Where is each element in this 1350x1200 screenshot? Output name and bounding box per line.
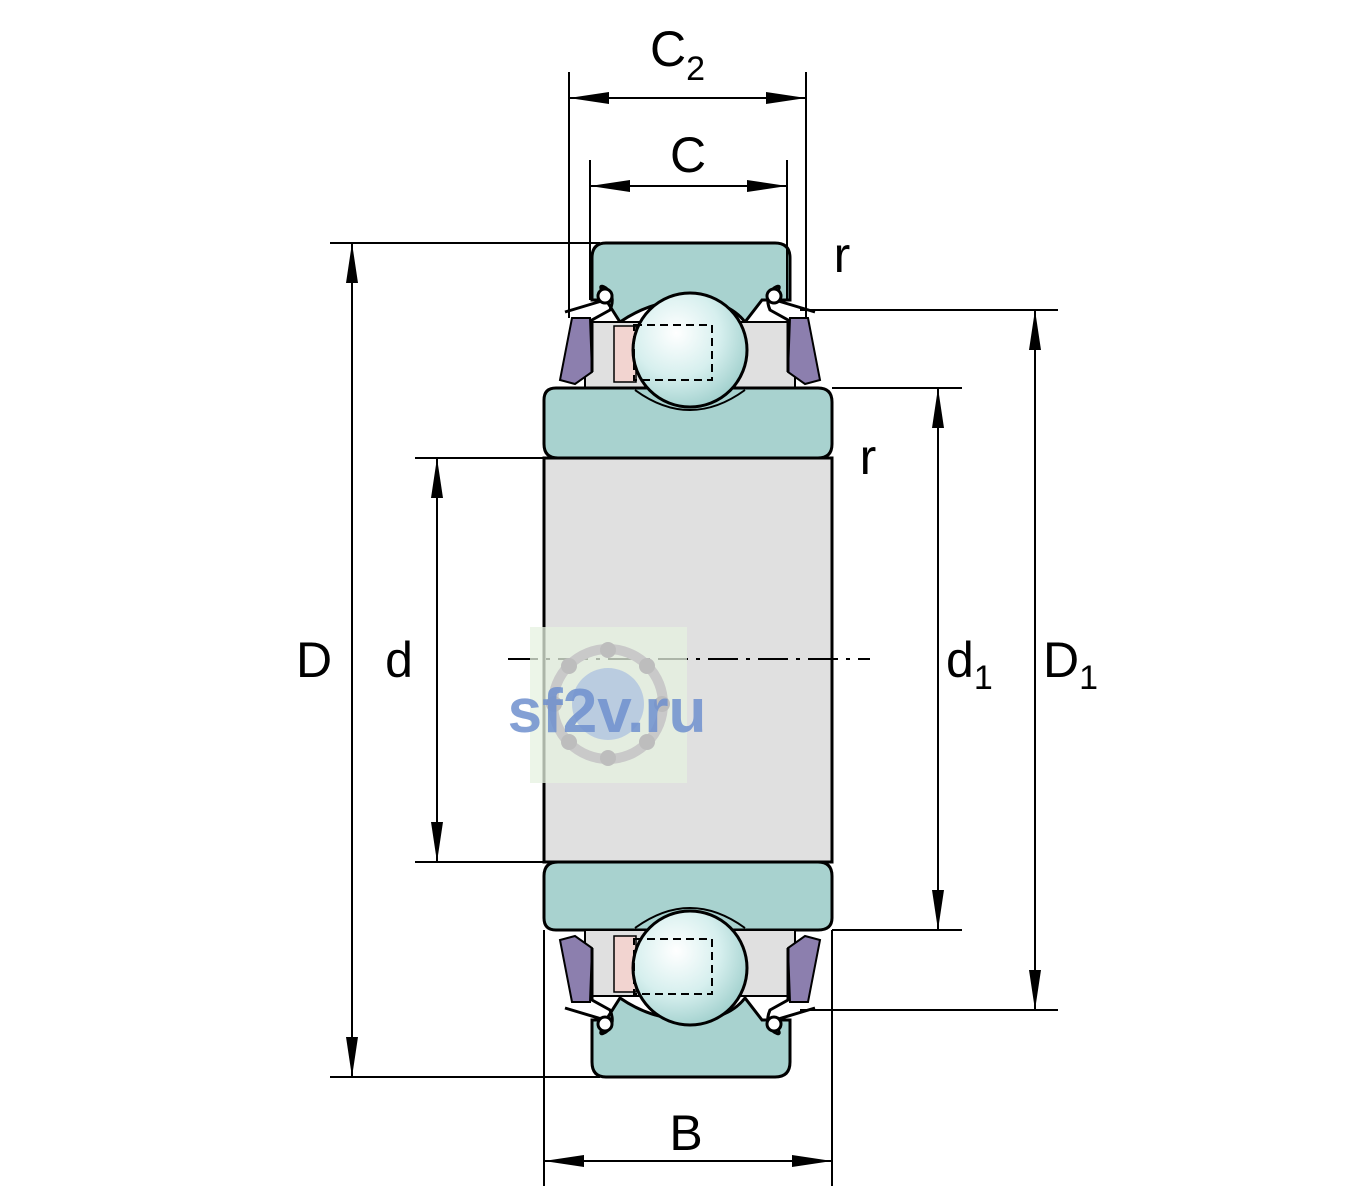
upper-ball [631,291,749,409]
lower-left-seal [558,934,614,1036]
label-c: C [670,127,706,183]
lower-inner-ring [542,860,834,932]
label-r-mid: r [860,429,877,485]
label-c2: C2 [650,21,705,88]
watermark-text: sf2v.ru [508,677,707,746]
label-B: B [669,1105,702,1161]
label-r-top: r [834,227,851,283]
label-d1: d1 [946,632,993,697]
label-D1: D1 [1043,632,1098,697]
upper-left-seal [558,284,614,386]
lower-right-seal [765,934,822,1036]
lower-ball [631,909,749,1027]
label-D: D [296,632,332,688]
dimension-lines [346,92,1041,1167]
watermark: sf2v.ru [508,627,707,783]
label-d: d [385,632,413,688]
